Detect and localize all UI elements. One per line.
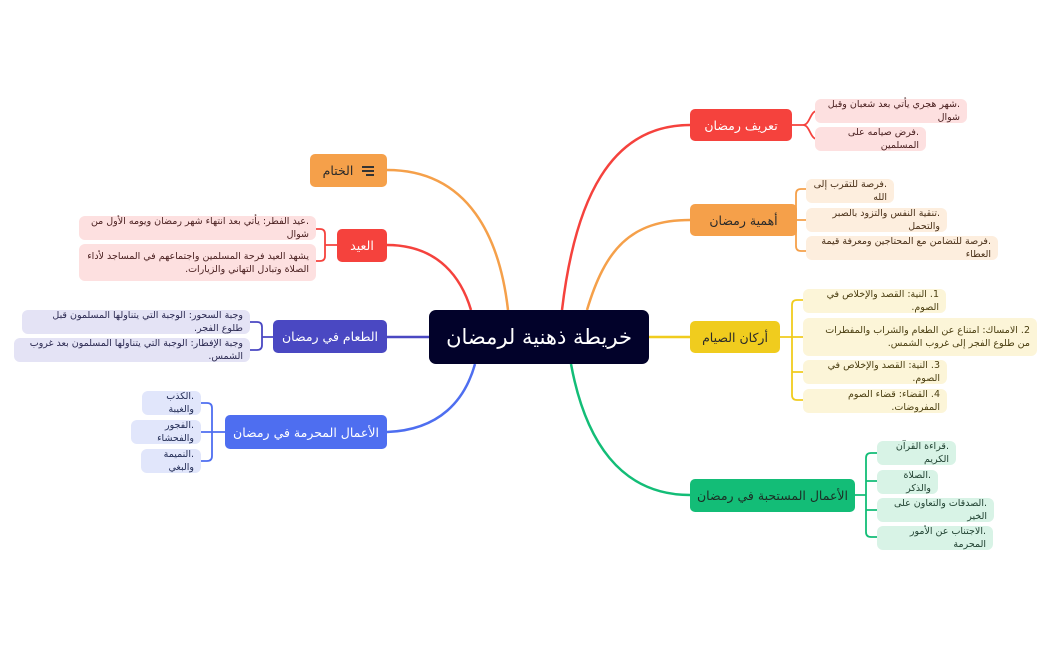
topic-importance-label: أهمية رمضان [709, 212, 778, 228]
subtopic-food-2[interactable]: وجبة الإفطار: الوجبة التي يتناولها المسل… [14, 338, 250, 362]
subtopic-pillars-3[interactable]: 3. النية: القصد والإخلاص في الصوم. [803, 360, 947, 384]
topic-pillars-label: أركان الصيام [702, 329, 768, 345]
subtopic-text: .الفجور والفحشاء [157, 420, 194, 444]
topic-eid-label: العيد [350, 238, 374, 253]
subtopic-recommended-3[interactable]: .الصدقات والتعاون على الخير [877, 498, 994, 522]
subtopic-recommended-4[interactable]: .الاجتناب عن الأمور المحرمة [877, 526, 993, 550]
subtopic-text: 4. القضاء: قضاء الصوم المفروضات. [848, 389, 940, 413]
subtopic-text: وجبة السحور: الوجبة التي يتناولها المسلم… [52, 310, 243, 334]
subtopic-definition-2[interactable]: .فرض صيامه على المسلمين [815, 127, 926, 151]
topic-pillars[interactable]: أركان الصيام [690, 321, 780, 353]
topic-conclusion-label: الختام [322, 163, 354, 178]
topic-definition-label: تعريف رمضان [704, 117, 778, 133]
topic-food-label: الطعام في رمضان [282, 329, 379, 344]
subtopic-text: .قراءة القرآن الكريم [895, 441, 949, 465]
subtopic-food-1[interactable]: وجبة السحور: الوجبة التي يتناولها المسلم… [22, 310, 250, 334]
subtopic-eid-2[interactable]: يشهد العيد فرحة المسلمين واجتماعهم في ال… [79, 244, 316, 281]
subtopic-pillars-1[interactable]: 1. النية: القصد والإخلاص في الصوم. [803, 289, 946, 313]
topic-recommended-deeds[interactable]: الأعمال المستحبة في رمضان [690, 479, 855, 512]
subtopic-text: .فرض صيامه على المسلمين [847, 127, 919, 151]
subtopic-text: .عيد الفطر: يأتي بعد انتهاء شهر رمضان وي… [90, 216, 309, 240]
topic-forbidden-deeds[interactable]: الأعمال المحرمة في رمضان [225, 415, 387, 449]
central-topic[interactable]: خريطة ذهنية لرمضان [429, 310, 649, 364]
subtopic-text: .الاجتناب عن الأمور المحرمة [909, 526, 986, 550]
subtopic-text: .الصدقات والتعاون على الخير [894, 498, 987, 522]
subtopic-text: يشهد العيد فرحة المسلمين واجتماعهم في ال… [87, 250, 309, 275]
subtopic-importance-1[interactable]: .فرصة للتقرب إلى الله [806, 179, 894, 203]
central-topic-label: خريطة ذهنية لرمضان [446, 325, 632, 349]
subtopic-definition-1[interactable]: .شهر هجري يأتي بعد شعبان وقبل شوال [815, 99, 967, 123]
subtopic-text: .الصلاة والذكر [903, 470, 931, 494]
topic-eid[interactable]: العيد [337, 229, 387, 262]
subtopic-text: .الكذب والغيبة [166, 391, 194, 415]
subtopic-text: .شهر هجري يأتي بعد شعبان وقبل شوال [827, 99, 960, 123]
subtopic-text: .فرصة للتقرب إلى الله [813, 179, 887, 203]
topic-definition[interactable]: تعريف رمضان [690, 109, 792, 141]
subtopic-text: 2. الامساك: امتناع عن الطعام والشراب وال… [825, 325, 1030, 349]
topic-forbidden-label: الأعمال المحرمة في رمضان [233, 424, 379, 440]
subtopic-text: وجبة الإفطار: الوجبة التي يتناولها المسل… [29, 338, 243, 362]
subtopic-forbidden-3[interactable]: .النميمة والبغي [141, 449, 201, 473]
subtopic-text: .تنقية النفس والتزود بالصبر والتحمل [832, 208, 940, 232]
subtopic-eid-1[interactable]: .عيد الفطر: يأتي بعد انتهاء شهر رمضان وي… [79, 216, 316, 240]
topic-recommended-label: الأعمال المستحبة في رمضان [696, 488, 849, 503]
subtopic-importance-3[interactable]: .فرصة للتضامن مع المحتاجين ومعرفة قيمة ا… [806, 236, 998, 260]
topic-food[interactable]: الطعام في رمضان [273, 320, 387, 353]
subtopic-text: .فرصة للتضامن مع المحتاجين ومعرفة قيمة ا… [821, 236, 991, 260]
subtopic-recommended-2[interactable]: .الصلاة والذكر [877, 470, 938, 494]
subtopic-forbidden-2[interactable]: .الفجور والفحشاء [131, 420, 201, 444]
subtopic-pillars-4[interactable]: 4. القضاء: قضاء الصوم المفروضات. [803, 389, 947, 413]
subtopic-importance-2[interactable]: .تنقية النفس والتزود بالصبر والتحمل [806, 208, 947, 232]
topic-conclusion[interactable]: الختام [310, 154, 387, 187]
menu-lines-icon [362, 166, 375, 176]
subtopic-text: .النميمة والبغي [163, 449, 194, 473]
subtopic-forbidden-1[interactable]: .الكذب والغيبة [142, 391, 201, 415]
subtopic-recommended-1[interactable]: .قراءة القرآن الكريم [877, 441, 956, 465]
topic-importance[interactable]: أهمية رمضان [690, 204, 797, 236]
subtopic-text: 1. النية: القصد والإخلاص في الصوم. [826, 289, 939, 313]
subtopic-text: 3. النية: القصد والإخلاص في الصوم. [827, 360, 940, 384]
subtopic-pillars-2[interactable]: 2. الامساك: امتناع عن الطعام والشراب وال… [803, 318, 1037, 356]
